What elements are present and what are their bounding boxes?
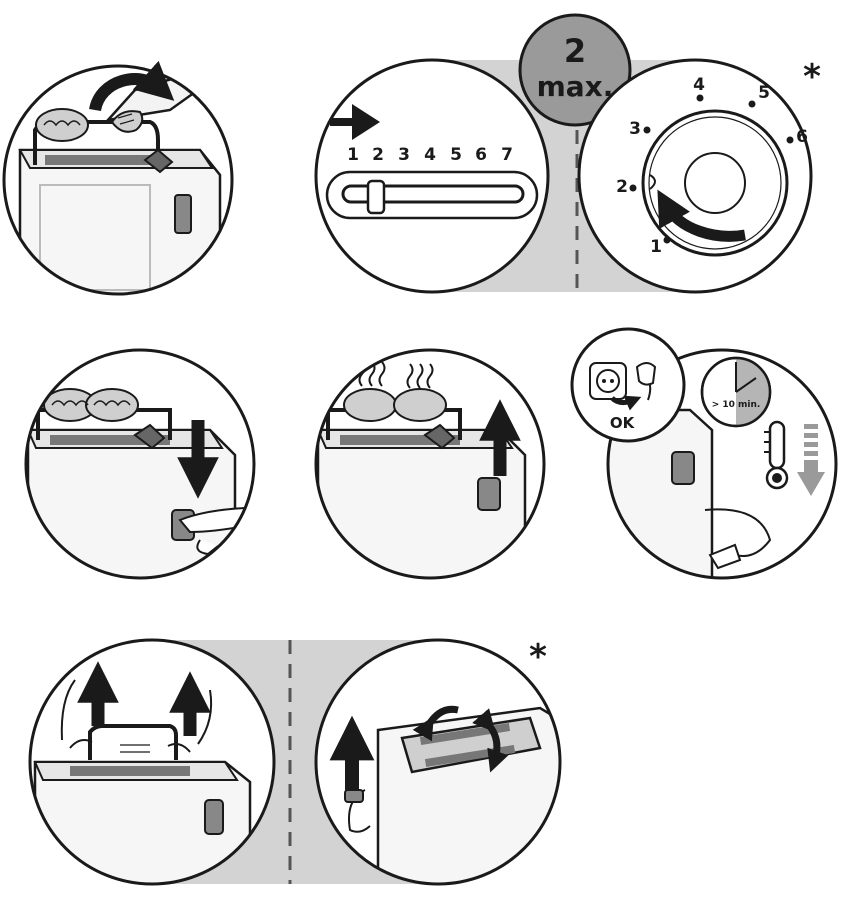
slider-level: 6 — [475, 145, 487, 165]
dial-level: 4 — [693, 75, 705, 95]
optional-asterisk: * — [529, 637, 547, 677]
dial-level: 3 — [629, 119, 641, 139]
optional-asterisk: * — [803, 57, 821, 97]
slider-knob — [368, 181, 384, 213]
slider-level: 1 — [347, 145, 359, 165]
ok-label: OK — [610, 414, 636, 432]
badge-unit: max. — [537, 70, 614, 103]
slider-control-view: 1 2 3 4 5 6 7 — [316, 60, 548, 292]
dial-level: 2 — [616, 177, 628, 197]
dial-level: 1 — [650, 237, 662, 257]
dial-control-view: 1 2 3 4 5 6 — [579, 60, 811, 292]
slider-level: 7 — [501, 145, 513, 165]
panel-unplug-cool: > 10 min. OK — [572, 329, 845, 590]
timer-label: > 10 min. — [712, 400, 761, 410]
slider-level: 2 — [372, 145, 384, 165]
dial-level: 6 — [796, 127, 808, 147]
panel-bun-warmer — [0, 60, 240, 300]
slider-level: 5 — [450, 145, 462, 165]
panel-toast-ready — [310, 345, 550, 590]
slider-level: 3 — [398, 145, 410, 165]
slider-level: 4 — [424, 145, 436, 165]
panel-press-lever — [20, 345, 260, 590]
panel-cleaning: * — [30, 637, 560, 900]
panel-browning-control: 1 2 3 4 5 6 7 2 max. — [316, 15, 821, 292]
badge-number: 2 — [564, 32, 586, 70]
dial-level: 5 — [758, 83, 770, 103]
unplug-inset: OK — [572, 329, 684, 441]
timer-icon: > 10 min. — [702, 358, 770, 426]
